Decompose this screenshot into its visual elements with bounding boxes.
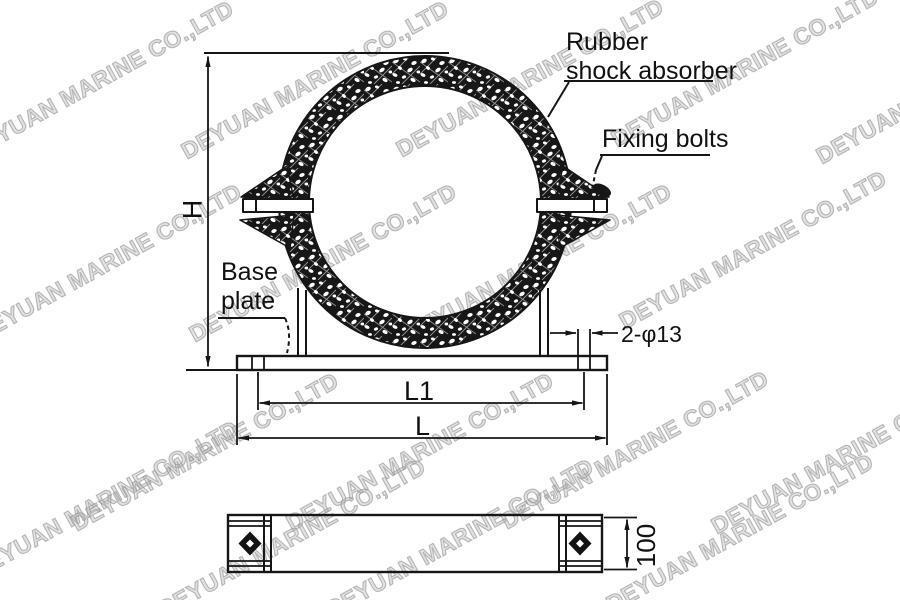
rubber-leader xyxy=(547,81,570,118)
base-label-line1: Base xyxy=(221,258,278,286)
fixing-bolts-label: Fixing bolts xyxy=(602,125,729,153)
bolt-hole-diamond-right xyxy=(568,531,592,556)
fixing-leader-solid xyxy=(595,155,603,171)
base-label-line2: plate xyxy=(221,287,276,315)
rubber-label-line2: shock absorber xyxy=(566,57,737,85)
clamp-lug-right xyxy=(536,165,611,249)
dim-100 xyxy=(604,516,637,571)
bolt-hole-diamond-left xyxy=(238,531,262,556)
support-legs xyxy=(297,288,549,356)
end-cap-right xyxy=(558,515,601,572)
clamp-lug-left xyxy=(239,165,314,249)
dim-L xyxy=(236,374,608,445)
bottom-view xyxy=(226,513,637,574)
bolt-hole-lines xyxy=(251,329,591,370)
dim-100-label: 100 xyxy=(631,523,662,568)
dim-L-label: L xyxy=(415,411,431,441)
fixing-bolt-right xyxy=(536,198,608,213)
side-view xyxy=(186,52,713,445)
base-leader-dashed xyxy=(284,317,291,354)
base-plate-side xyxy=(235,354,609,372)
dim-H xyxy=(186,52,449,371)
callout-leaders xyxy=(218,80,713,354)
clamp-inner-edge xyxy=(308,85,542,319)
end-cap-left xyxy=(229,515,272,572)
rubber-label-line1: Rubber xyxy=(566,28,648,56)
base-plate-bottom xyxy=(226,513,604,574)
rubber-ring-texture xyxy=(279,56,572,348)
dim-H-label: H xyxy=(177,199,208,220)
hole-dim-label: 2-φ13 xyxy=(621,321,682,347)
bolt-tip xyxy=(593,183,611,197)
base-plate-label: Base plate xyxy=(221,258,278,316)
rubber-shock-absorber-label: Rubber shock absorber xyxy=(566,28,737,86)
fixing-bolt-left xyxy=(242,198,314,213)
dim-L1 xyxy=(257,372,585,410)
dim-L1-label: L1 xyxy=(404,376,435,406)
